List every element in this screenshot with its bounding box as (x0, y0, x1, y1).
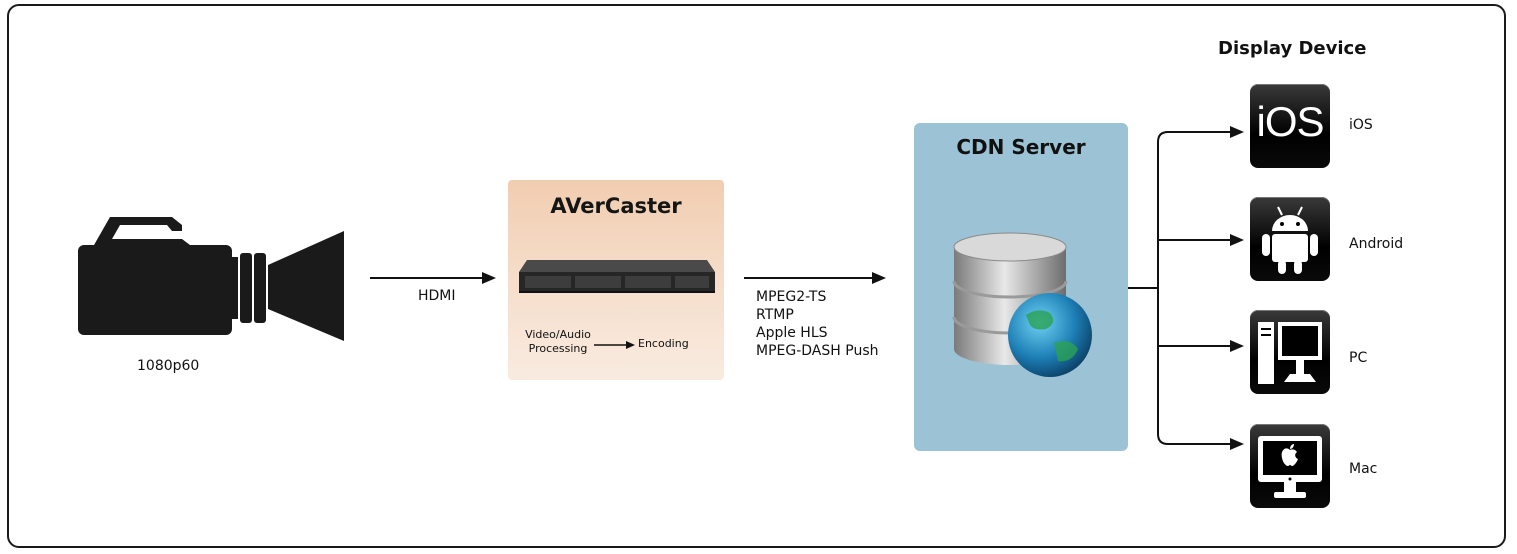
mac-icon (1250, 424, 1330, 508)
hdmi-label: HDMI (418, 288, 456, 304)
ios-icon-text: iOS (1256, 98, 1324, 145)
arrow-encoder-to-cdn (744, 272, 886, 284)
rack-server-icon (519, 260, 715, 293)
encoding-label: Encoding (638, 337, 689, 350)
processing-label: Video/Audio Processing (520, 328, 596, 356)
pc-icon (1250, 310, 1330, 394)
avercaster-title: AVerCaster (550, 194, 682, 218)
device-label-android: Android (1349, 236, 1404, 252)
camera-caption: 1080p60 (137, 358, 200, 374)
protocol-item: MPEG2-TS (756, 289, 827, 305)
cdn-title: CDN Server (956, 135, 1086, 159)
cdn-server-box: CDN Server (914, 123, 1128, 451)
device-label-pc: PC (1349, 350, 1368, 366)
ios-icon: iOS (1250, 84, 1330, 168)
device-label-ios: iOS (1349, 117, 1373, 133)
processing-line2: Processing (528, 342, 588, 355)
arrow-camera-to-encoder (370, 272, 496, 284)
protocol-item: MPEG-DASH Push (756, 343, 879, 359)
distribution-connector (1128, 126, 1244, 450)
video-camera-icon (78, 217, 344, 341)
database-globe-icon (952, 232, 1092, 377)
protocol-item: RTMP (756, 307, 794, 323)
processing-arrow (594, 341, 635, 349)
diagram-frame (7, 4, 1506, 548)
protocol-item: Apple HLS (756, 325, 828, 341)
device-label-mac: Mac (1349, 461, 1378, 477)
display-device-heading: Display Device (1218, 38, 1367, 59)
desktop-computer-icon (1258, 322, 1322, 384)
android-robot-icon (1262, 206, 1318, 274)
processing-line1: Video/Audio (525, 328, 591, 341)
avercaster-box: AVerCaster Video/Audio Processing Encodi… (508, 180, 724, 380)
android-icon (1250, 197, 1330, 281)
protocol-list: MPEG2-TS RTMP Apple HLS MPEG-DASH Push (756, 288, 878, 360)
imac-apple-icon (1258, 436, 1322, 498)
